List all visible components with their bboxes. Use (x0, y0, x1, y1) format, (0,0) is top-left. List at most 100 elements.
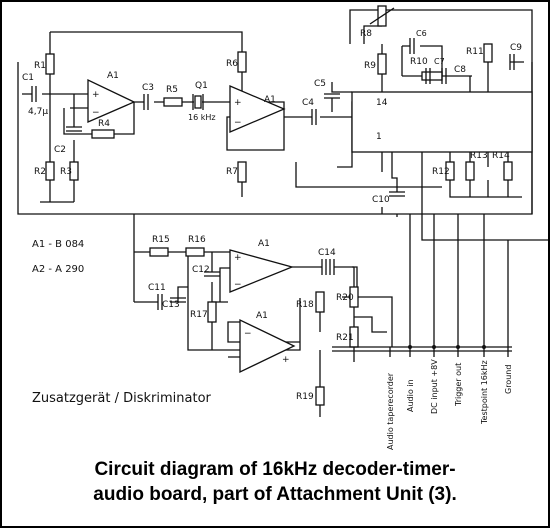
resistor-r18: R18 (296, 291, 325, 313)
svg-text:R1: R1 (34, 61, 46, 71)
resistor-r12: R12 (432, 161, 455, 181)
svg-text:R4: R4 (98, 119, 110, 129)
svg-text:+: + (234, 253, 242, 263)
capacitor-c14: C14 (318, 248, 336, 275)
resistor-r21: R21 (336, 326, 359, 348)
connector-label-audio-in: Audio in (406, 379, 415, 412)
svg-text:Trigger out: Trigger out (454, 363, 463, 407)
svg-text:A1: A1 (256, 311, 268, 321)
capacitor-c5: C5 (314, 79, 326, 89)
resistor-r4: R4 (91, 119, 115, 139)
resistor-r19: R19 (296, 386, 325, 406)
svg-text:A1: A1 (258, 239, 270, 249)
resistor-r13: R13 (465, 151, 488, 181)
svg-text:Q1: Q1 (195, 81, 208, 91)
svg-text:+: + (282, 355, 290, 365)
resistor-r6: R6 (226, 51, 247, 73)
svg-text:R19: R19 (296, 392, 314, 402)
svg-text:Audio in: Audio in (406, 379, 415, 412)
ic-legend: A1 - B 084 A2 - A 290 (32, 239, 84, 275)
svg-text:Audio taperecorder: Audio taperecorder (386, 372, 395, 450)
svg-text:R17: R17 (190, 310, 208, 320)
svg-text:−: − (244, 329, 252, 339)
svg-text:R12: R12 (432, 167, 450, 177)
svg-text:R10: R10 (410, 57, 428, 67)
svg-text:R14: R14 (492, 151, 510, 161)
svg-text:C13: C13 (162, 300, 180, 310)
svg-text:R13: R13 (470, 151, 488, 161)
svg-text:−: − (92, 108, 100, 118)
resistor-r11: R11 (466, 43, 493, 63)
resistor-r15: R15 (149, 235, 170, 257)
svg-text:R21: R21 (336, 333, 354, 343)
svg-text:R3: R3 (60, 167, 72, 177)
svg-text:+: + (234, 98, 242, 108)
svg-text:C8: C8 (454, 65, 466, 75)
svg-text:Testpoint 16kHz: Testpoint 16kHz (480, 360, 489, 425)
svg-text:R7: R7 (226, 167, 238, 177)
svg-text:A2 - A 290: A2 - A 290 (32, 264, 84, 275)
resistor-r5: R5 (163, 85, 183, 107)
svg-text:−: − (234, 280, 242, 290)
crystal-q1: Q1 16 kHz (188, 81, 216, 122)
capacitor-c11: C11 (148, 283, 166, 310)
svg-text:−: − (234, 118, 242, 128)
capacitor-c6: C6 (409, 29, 427, 54)
connector-label-testpoint: Testpoint 16kHz (480, 360, 489, 425)
svg-text:A1: A1 (107, 71, 119, 81)
capacitor-c13: C13 (162, 297, 186, 310)
svg-text:C10: C10 (372, 195, 390, 205)
svg-text:R16: R16 (188, 235, 206, 245)
svg-text:C2: C2 (54, 145, 66, 155)
connector-label-ground: Ground (504, 365, 513, 394)
resistor-r3: R3 (60, 161, 79, 181)
svg-text:1: 1 (376, 132, 382, 142)
svg-text:C3: C3 (142, 83, 154, 93)
timer-ic: 14 1 (351, 91, 533, 153)
svg-text:A1: A1 (264, 95, 276, 105)
svg-text:C6: C6 (416, 29, 427, 38)
resistor-r1: R1 (34, 53, 55, 75)
svg-text:R18: R18 (296, 300, 314, 310)
connector-label-audio-taperecorder: Audio taperecorder (386, 372, 395, 450)
svg-text:C7: C7 (434, 57, 445, 66)
resistor-r16: R16 (185, 235, 206, 257)
trimmer-r8: R8 (360, 5, 395, 39)
capacitor-c12: C12 (192, 265, 220, 277)
svg-text:R9: R9 (364, 61, 376, 71)
svg-text:C4: C4 (302, 98, 314, 108)
resistor-r7: R7 (226, 161, 247, 183)
svg-text:DC input +8V: DC input +8V (430, 359, 439, 414)
opamp-a1-filter: A1 + − (229, 85, 286, 133)
capacitor-c1: C1 4,7µ (22, 73, 48, 117)
caption-line-1: Circuit diagram of 16kHz decoder-timer- (94, 459, 456, 480)
resistor-r2: R2 (34, 161, 55, 181)
svg-text:4,7µ: 4,7µ (28, 107, 48, 117)
svg-text:14: 14 (376, 98, 388, 108)
capacitor-c7: C7 (425, 57, 445, 84)
capacitor-c10: C10 (372, 191, 405, 205)
svg-text:R2: R2 (34, 167, 46, 177)
capacitor-c2: C2 (54, 126, 82, 155)
diagram-title: Zusatzgerät / Diskriminator (32, 391, 212, 406)
svg-text:C1: C1 (22, 73, 34, 83)
opamp-a1-input: A1 + − (87, 71, 136, 123)
svg-text:R6: R6 (226, 59, 238, 69)
svg-text:C5: C5 (314, 79, 326, 89)
capacitor-c3: C3 (142, 83, 154, 110)
connector-label-trigger-out: Trigger out (454, 363, 463, 407)
connector-label-dc-input: DC input +8V (430, 359, 439, 414)
opamp-a1-audio-upper: A1 + − (229, 239, 295, 293)
svg-text:R8: R8 (360, 29, 372, 39)
svg-text:C14: C14 (318, 248, 336, 258)
resistor-r14: R14 (492, 151, 513, 181)
svg-text:C12: C12 (192, 265, 210, 275)
resistor-r17: R17 (190, 301, 217, 323)
circuit-schematic: C1 4,7µ R1 R2 C2 R3 A1 + − R4 C3 R5 Q1 1… (17, 5, 548, 450)
svg-text:R5: R5 (166, 85, 178, 95)
svg-text:R20: R20 (336, 293, 354, 303)
svg-text:C11: C11 (148, 283, 166, 293)
resistor-r20: R20 (336, 286, 359, 308)
capacitor-c4: C4 (302, 98, 317, 125)
